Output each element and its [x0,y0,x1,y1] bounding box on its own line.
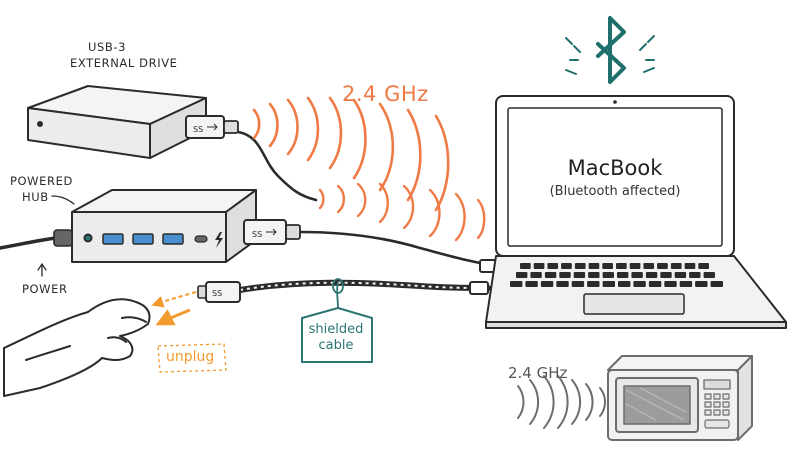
rf-interference-waves-lower [318,182,486,242]
keyboard-key [547,263,559,269]
tag-label-line2: cable [318,338,354,353]
keyboard-key [588,272,600,278]
cable-plug-ss-label: SS [212,289,222,298]
hub-usb-port-2[interactable] [132,233,154,245]
drive-plug-ss-label: SS [193,125,203,134]
keyboard-key [657,263,668,269]
keyboard-key [629,263,641,269]
power-label: POWER [22,282,68,296]
power-cable [0,236,58,250]
keyboard-key [664,281,677,287]
microwave-frequency-label: 2.4 GHz [508,364,568,382]
tag-label-line1: shielded [308,322,364,337]
drive-label-line1: USB-3 [88,40,127,54]
keyboard-key [559,272,571,278]
rf-interference-waves [252,96,450,212]
laptop-trackpad [583,293,685,315]
microwave-waves [517,375,607,429]
powered-hub [71,189,257,263]
hub-pointer [51,195,75,205]
external-drive [27,85,207,159]
keyboard-key [556,281,569,287]
keyboard-key [525,281,538,287]
keyboard-key [674,272,687,278]
keyboard-key [544,272,557,278]
keyboard-key [616,263,627,269]
macbook-laptop [485,95,787,329]
keyboard-key [516,272,528,278]
shielded-cable [237,279,491,293]
keyboard-key [643,263,655,269]
pull-dashed-arrow [151,291,197,308]
keyboard-key [684,263,696,269]
keyboard-key [520,263,531,269]
keyboard-key [633,281,646,287]
keyboard-key [530,272,542,278]
bluetooth-icon [596,16,626,84]
hub-plug-ss-label: SS [252,230,262,239]
keyboard-key [660,272,672,278]
thunderbolt-icon [215,232,223,248]
hub-label-line1: POWERED [10,174,73,188]
bluetooth-signal-marks [565,35,655,75]
hand-icon [3,298,151,397]
keyboard-key [710,281,723,287]
keyboard-key [602,263,613,269]
keyboard-key [648,281,662,287]
keyboard-key [679,281,693,287]
tag-string [336,281,339,309]
shielded-cable-plug: SS [197,281,241,303]
keyboard-key [631,272,643,278]
hub-usb-port-1[interactable] [102,233,124,245]
keyboard-key [670,263,682,269]
keyboard-key [571,281,585,287]
keyboard-key [617,272,629,278]
laptop-note-label: (Bluetooth affected) [549,184,681,199]
drive-usb-plug: SS [185,115,239,139]
keyboard-key [588,263,600,269]
drive-usb-cable [236,130,318,202]
power-plug [53,229,73,247]
keyboard-key [587,281,600,287]
unplug-box [157,343,227,373]
keyboard-key [645,272,658,278]
unplug-label: unplug [166,349,215,365]
keyboard-key [695,281,708,287]
hub-usb-plug: SS [243,219,301,245]
hub-usb-port-3[interactable] [162,233,184,245]
microwave-buttons [704,393,730,429]
hub-usb-cable [298,230,500,268]
keyboard-key [689,272,701,278]
hub-label-line2: HUB [22,190,49,204]
unplug-arrow [155,308,191,326]
keyboard-key [574,263,586,269]
keyboard-key [510,281,523,287]
keyboard-key [618,281,631,287]
keyboard-key [703,272,715,278]
keyboard-key [540,281,554,287]
laptop-screen [507,107,723,247]
laptop-name-label: MacBook [567,156,663,180]
laptop-plug-bottom [469,281,489,295]
laptop-keyboard [510,263,723,287]
power-pointer [37,263,47,277]
microwave-oven [607,355,753,441]
keyboard-key [533,263,545,269]
drive-label-line2: EXTERNAL DRIVE [70,56,178,70]
keyboard-key [602,272,614,278]
keyboard-key [602,281,615,287]
keyboard-key [698,263,709,269]
wifi-frequency-label: 2.4 GHz [342,82,429,106]
keyboard-key [561,263,572,269]
hub-usbc-port[interactable] [194,235,208,243]
shielded-cable-tag [301,307,373,363]
keyboard-key [573,272,586,278]
